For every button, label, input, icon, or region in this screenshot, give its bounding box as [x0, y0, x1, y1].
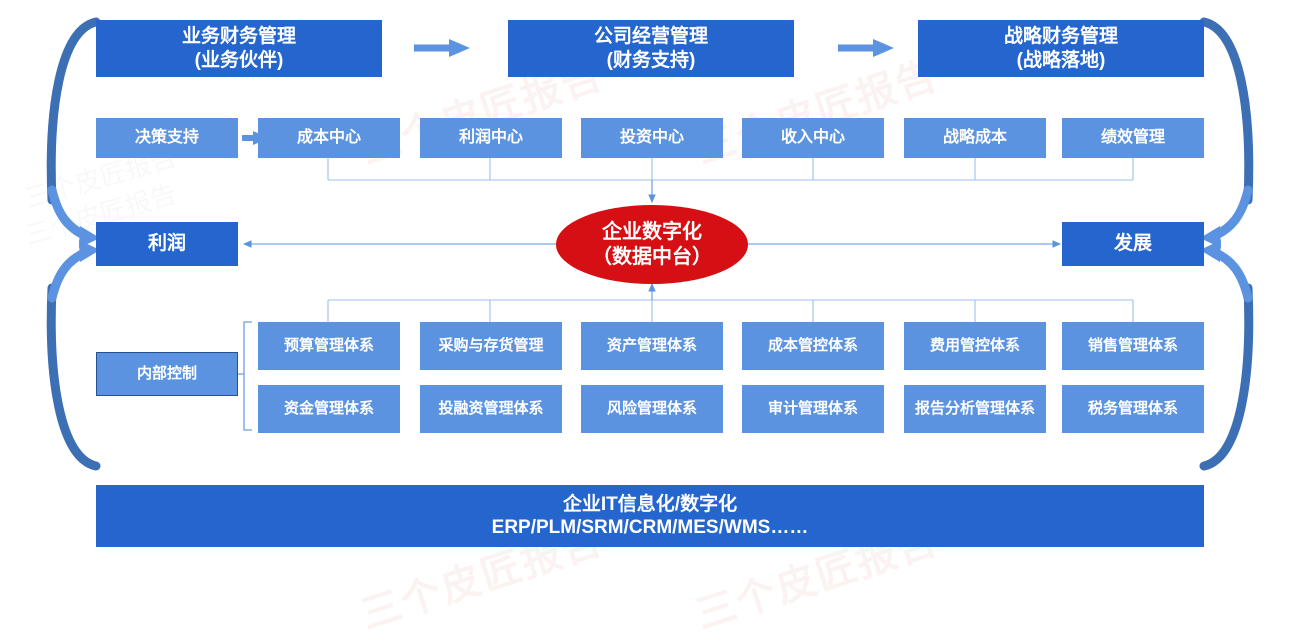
grid-box-audit-system[interactable]: 审计管理体系	[742, 385, 884, 433]
row2-box-revenue-center[interactable]: 收入中心	[742, 118, 884, 158]
grid-box-budget-system[interactable]: 预算管理体系	[258, 322, 400, 370]
grid-box-tax-system[interactable]: 税务管理体系	[1062, 385, 1204, 433]
right-arc-lower	[1199, 240, 1254, 471]
row2-box-strategic-cost[interactable]: 战略成本	[904, 118, 1046, 158]
row2-box-decision-support[interactable]: 决策支持	[96, 118, 238, 158]
top-box-company-operation[interactable]: 公司经营管理 (财务支持)	[508, 20, 794, 77]
grid-box-risk-system[interactable]: 风险管理体系	[581, 385, 723, 433]
internal-control-box[interactable]: 内部控制	[96, 352, 238, 396]
row2-box-performance-management[interactable]: 绩效管理	[1062, 118, 1204, 158]
left-arc-lower	[46, 240, 101, 471]
row2-box-investment-center[interactable]: 投资中心	[581, 118, 723, 158]
grid-box-procurement-inventory-system[interactable]: 采购与存货管理	[420, 322, 562, 370]
grid-box-funds-system[interactable]: 资金管理体系	[258, 385, 400, 433]
bus-top	[327, 158, 1134, 204]
outcome-box-development[interactable]: 发展	[1062, 222, 1204, 266]
outcome-box-profit[interactable]: 利润	[96, 222, 238, 266]
footer-banner-it-digitalization[interactable]: 企业IT信息化/数字化 ERP/PLM/SRM/CRM/MES/WMS……	[96, 485, 1204, 547]
grid-box-investment-financing-system[interactable]: 投融资管理体系	[420, 385, 562, 433]
hub-ellipse-digital[interactable]: 企业数字化 （数据中台）	[556, 205, 748, 284]
top-arrow-2	[838, 39, 894, 57]
grid-box-cost-control-system[interactable]: 成本管控体系	[742, 322, 884, 370]
top-box-strategic-finance[interactable]: 战略财务管理 (战略落地)	[918, 20, 1204, 77]
grid-box-sales-system[interactable]: 销售管理体系	[1062, 322, 1204, 370]
row2-box-profit-center[interactable]: 利润中心	[420, 118, 562, 158]
bus-bottom	[327, 282, 1134, 322]
right-arc-upper	[1199, 17, 1254, 248]
grid-box-expense-control-system[interactable]: 费用管控体系	[904, 322, 1046, 370]
grid-box-report-analysis-system[interactable]: 报告分析管理体系	[904, 385, 1046, 433]
grid-box-asset-system[interactable]: 资产管理体系	[581, 322, 723, 370]
row2-box-cost-center[interactable]: 成本中心	[258, 118, 400, 158]
diagram-canvas: 三个皮匠报告 三个皮匠报告 三个皮匠报告 三个皮匠报告 三个皮匠报告 三个皮匠报…	[46, 17, 1254, 638]
top-box-business-finance[interactable]: 业务财务管理 (业务伙伴)	[96, 20, 382, 77]
internal-control-bracket	[236, 321, 252, 431]
